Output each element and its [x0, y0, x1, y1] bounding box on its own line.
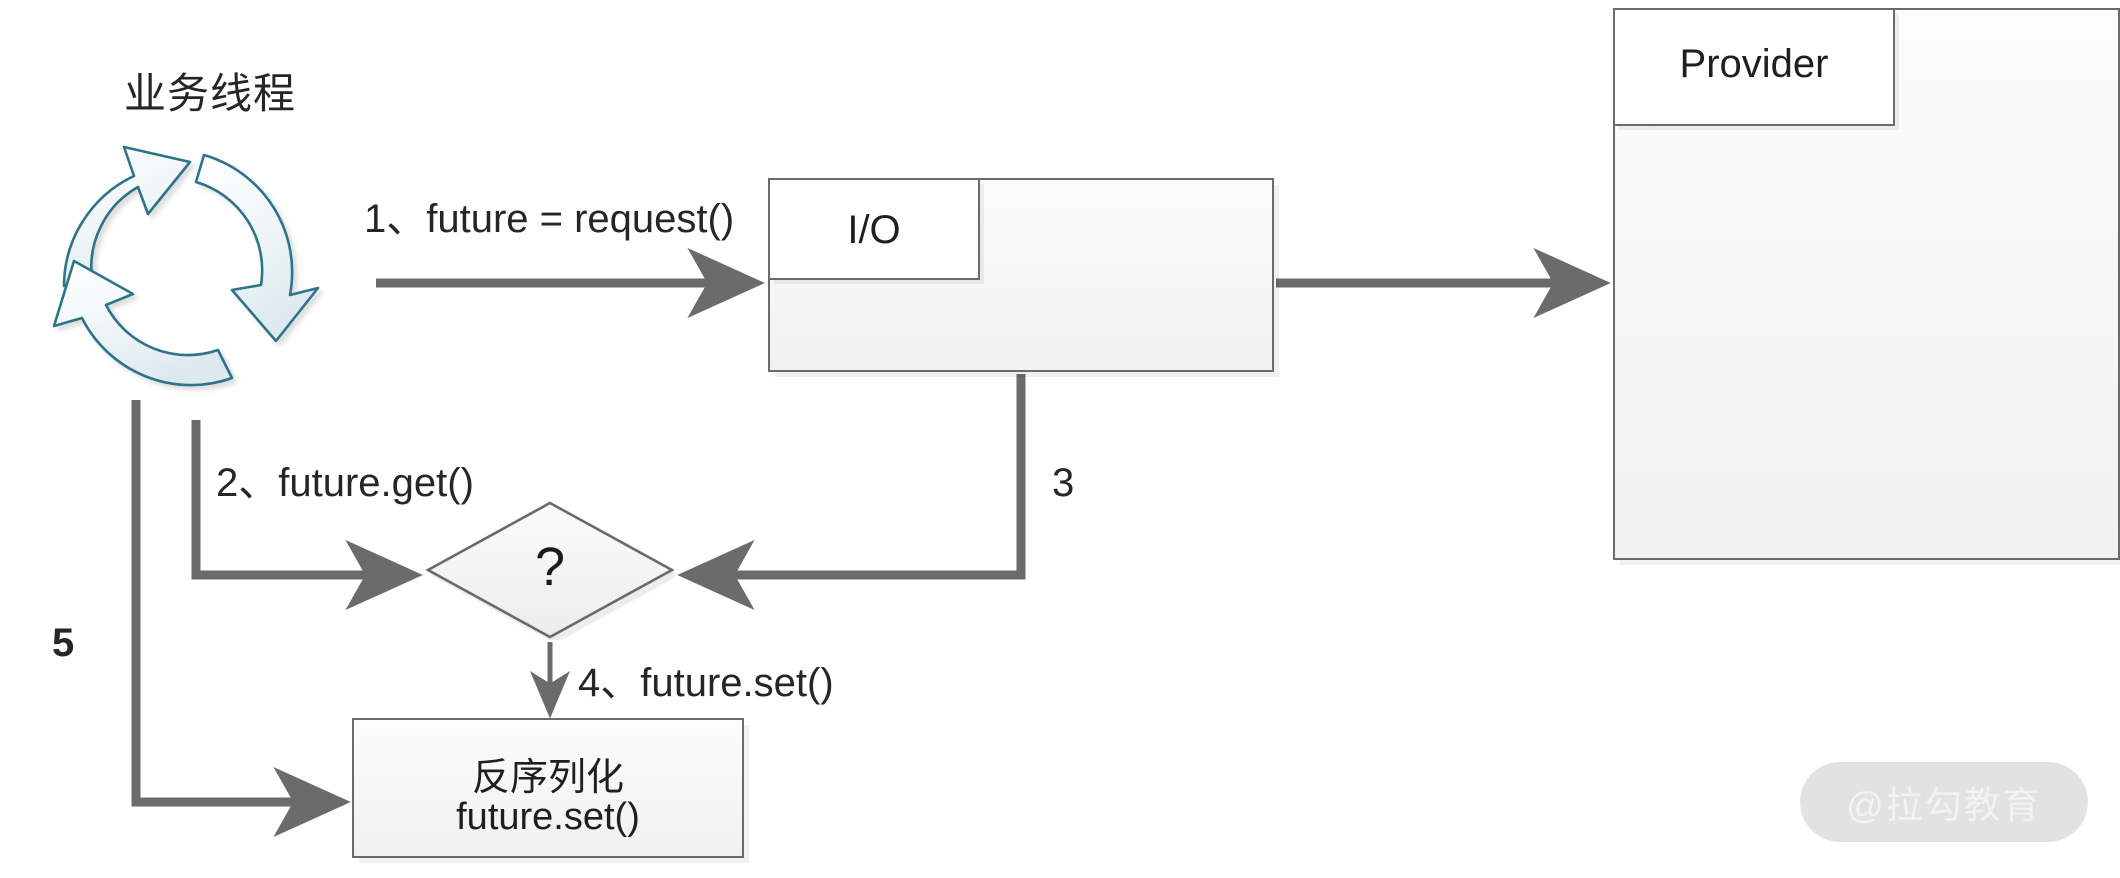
decision-diamond-label: ?: [534, 537, 566, 597]
provider-node-label: Provider: [1679, 42, 1829, 86]
io-node-tab[interactable]: I/O: [768, 178, 980, 280]
watermark-text: @拉勾教育: [1846, 785, 2042, 826]
step-label-4: 4、future.set(): [578, 661, 834, 705]
cycle-arrow-upper-left: [62, 145, 192, 288]
cycle-arrow-lower-left: [52, 259, 234, 387]
provider-node-tab[interactable]: Provider: [1613, 8, 1895, 126]
cycle-arrow-right: [194, 153, 320, 343]
business-thread-cycle: [38, 130, 328, 430]
business-thread-title: 业务线程: [124, 70, 297, 117]
step-label-2: 2、future.get(): [216, 461, 474, 505]
connector-io-response: [677, 374, 1026, 611]
step-label-5: 5: [52, 621, 75, 665]
step-label-1: 1、future = request(): [364, 197, 735, 241]
deserialize-label-line1: 反序列化: [471, 757, 624, 799]
watermark-badge: @拉勾教育: [1800, 762, 2088, 842]
decision-diamond-shape: [425, 501, 675, 639]
deserialize-label-line2: future.set(): [456, 796, 640, 838]
step-label-3: 3: [1052, 461, 1075, 505]
deserialize-node[interactable]: 反序列化 future.set(): [352, 718, 744, 858]
io-node-label: I/O: [847, 208, 901, 252]
cycle-arrow-group: [52, 145, 320, 387]
decision-diamond[interactable]: ?: [425, 500, 675, 640]
